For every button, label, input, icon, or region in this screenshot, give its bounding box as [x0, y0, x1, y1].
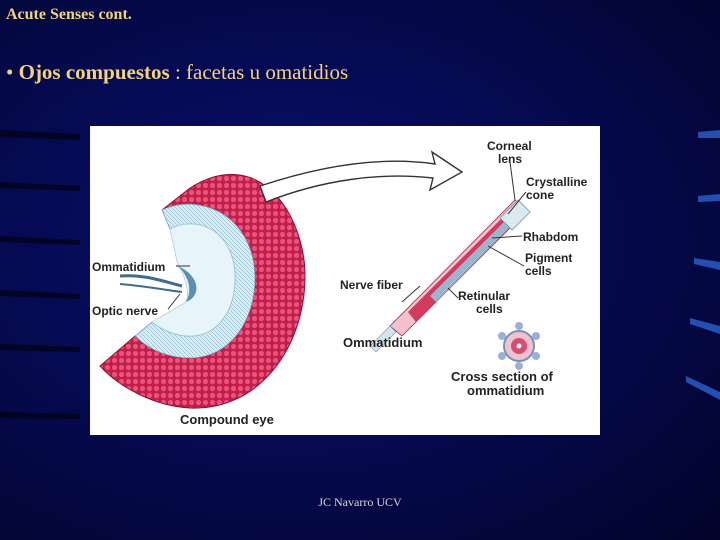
label-nerve-fiber: Nerve fiber: [340, 278, 403, 292]
label-crystalline-2: cone: [526, 188, 554, 202]
label-crystalline-1: Crystalline: [526, 175, 588, 189]
bullet-rest-text: : facetas u omatidios: [170, 60, 348, 84]
label-retinular-2: cells: [476, 302, 503, 316]
label-ommatidium-left: Ommatidium: [92, 260, 165, 274]
label-ommatidium-right: Ommatidium: [343, 335, 422, 350]
label-optic-nerve: Optic nerve: [92, 304, 158, 318]
label-corneal-2: lens: [498, 152, 522, 166]
bullet-point: • Ojos compuestos : facetas u omatidios: [6, 60, 348, 85]
bullet-bold-text: Ojos compuestos: [19, 60, 170, 84]
bullet-marker: •: [6, 60, 13, 84]
label-rhabdom: Rhabdom: [523, 230, 578, 244]
label-pigment-1: Pigment: [525, 251, 572, 265]
label-pigment-2: cells: [525, 264, 552, 278]
label-cross-section-1: Cross section of: [451, 369, 554, 384]
compound-eye-diagram: Ommatidium Optic nerve Compound eye Corn…: [90, 126, 600, 435]
slide-title: Acute Senses cont.: [6, 6, 132, 24]
label-compound-eye: Compound eye: [180, 412, 274, 427]
compound-eye-figure: Ommatidium Optic nerve Compound eye Corn…: [90, 126, 600, 435]
label-corneal-1: Corneal: [487, 139, 532, 153]
label-cross-section-2: ommatidium: [467, 383, 544, 398]
slide-footer: JC Navarro UCV: [0, 495, 720, 510]
compound-eye-illustration: [100, 174, 305, 408]
label-retinular-1: Retinular: [458, 289, 510, 303]
